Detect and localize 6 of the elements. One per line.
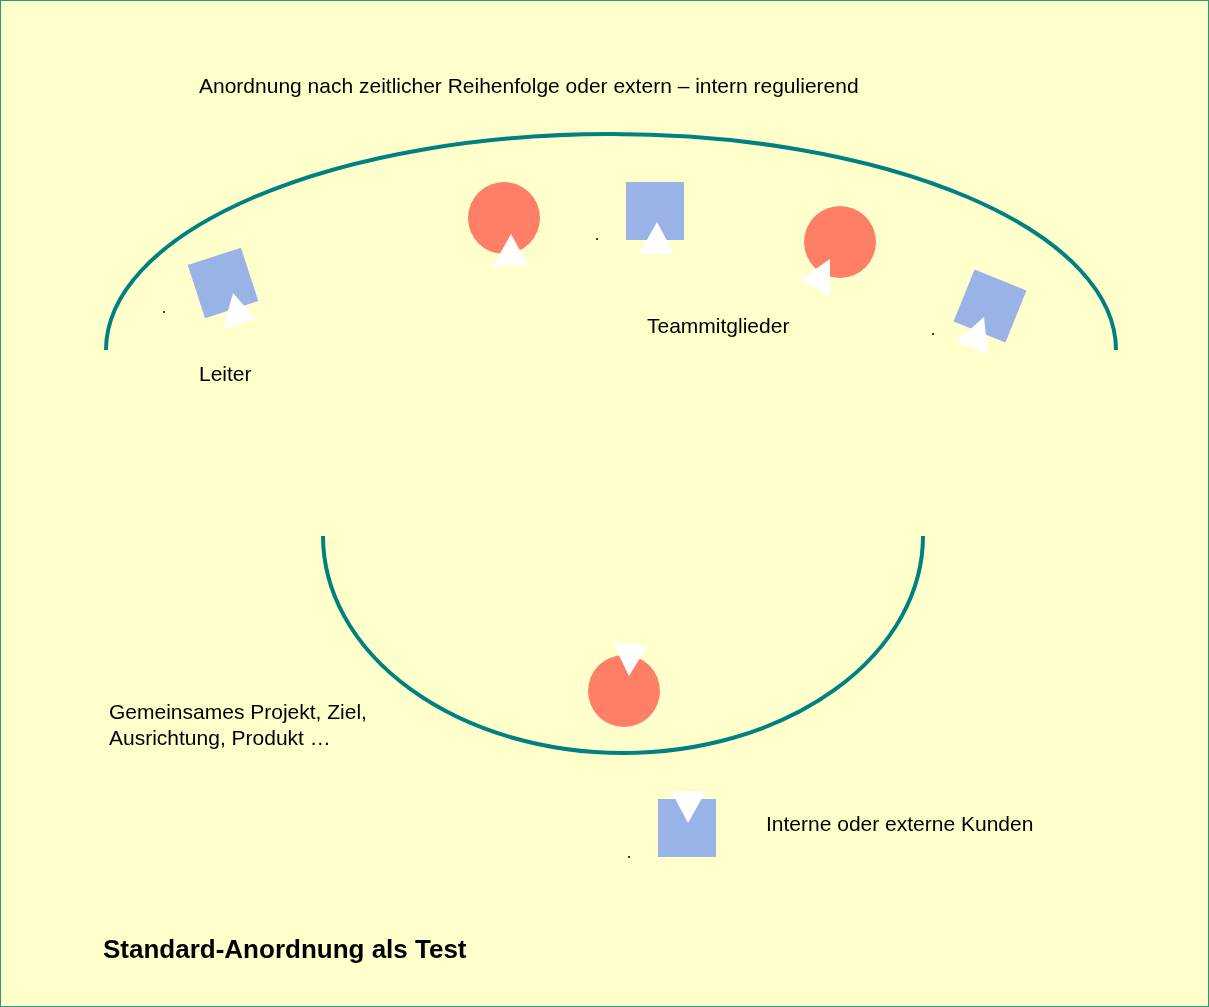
- heading-text: Anordnung nach zeitlicher Reihenfolge oder extern – intern regulierend: [199, 73, 859, 99]
- goal-label: Gemeinsames Projekt, Ziel, Ausrichtung, Produkt …: [109, 699, 368, 751]
- caption-text: Standard-Anordnung als Test: [103, 934, 467, 964]
- role-label: Leiter: [199, 361, 252, 387]
- customer-label: Interne oder externe Kunden: [766, 811, 1034, 837]
- group-label: Teammitglieder: [647, 313, 790, 339]
